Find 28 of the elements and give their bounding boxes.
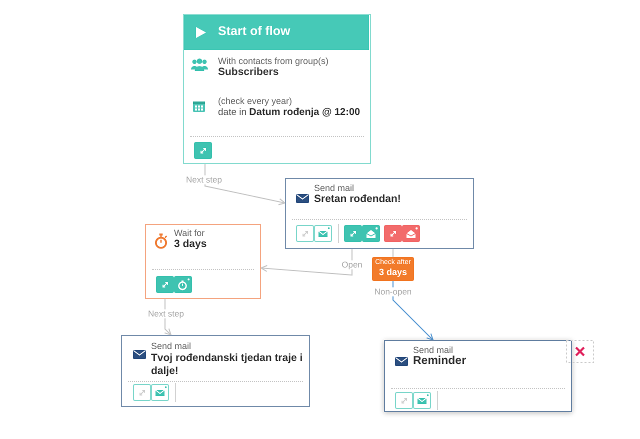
arrow [392,281,434,341]
edge-label: Next step [184,175,224,185]
action-card [384,340,572,412]
step-title: Tvoj rođendanski tjedan traje i dalje! [151,352,304,378]
field-value: date in Datum rođenja @ 12:00 [218,107,360,119]
step-type: Send mail [151,341,192,352]
step-type: Send mail [413,345,454,356]
step-type: Send mail [314,183,354,194]
wait-card [145,224,261,299]
step-type: Wait for [174,228,205,239]
card-title: Start of flow [218,24,290,39]
edge-label: Non-open [372,287,414,297]
edge-label: Open [340,260,364,270]
arrow [260,249,353,276]
condition-badge [372,257,414,281]
edge-label: Next step [146,309,186,319]
action-card [285,178,474,249]
trigger-card [183,14,371,164]
badge-value: 3 days [378,267,408,278]
step-title: Reminder [413,355,466,369]
field-label: (check every year) [218,96,292,107]
step-title: 3 days [174,238,207,251]
arrow [204,164,286,206]
field-value: Subscribers [218,66,279,79]
action-card [121,335,310,407]
step-title: Sretan rođendan! [314,193,401,206]
field-label: With contacts from group(s) [218,56,329,67]
connector-line [392,249,394,257]
